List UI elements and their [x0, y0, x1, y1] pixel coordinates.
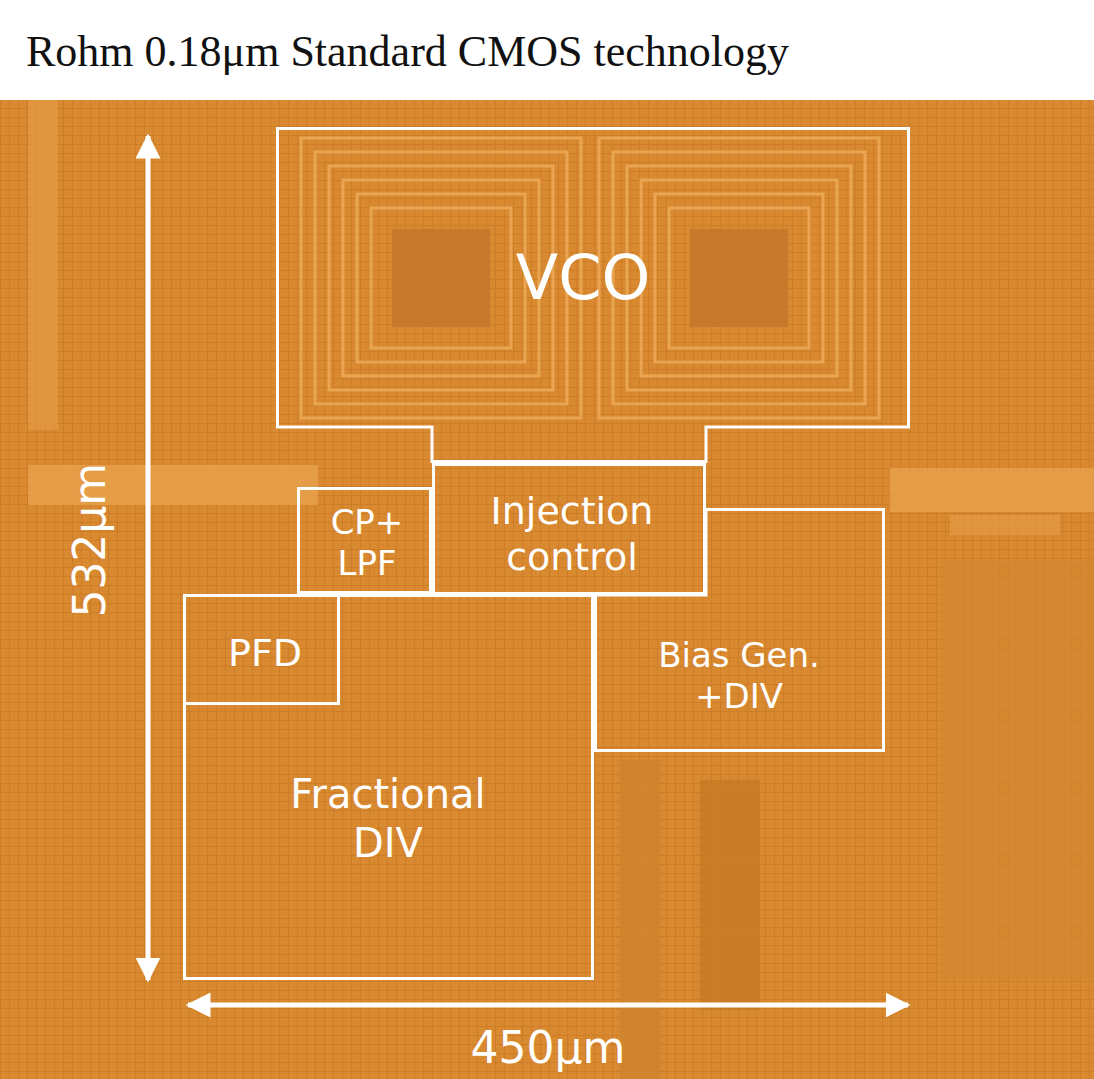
dimension-width: 450μm	[471, 1024, 626, 1072]
block-label: Bias Gen. +DIV	[644, 635, 834, 718]
pfd-block: PFD	[183, 594, 340, 705]
block-label: Fractional DIV	[263, 770, 513, 868]
dimension-height: 532μm	[66, 463, 114, 618]
block-label: PFD	[228, 630, 302, 676]
fractional-divider-block: Fractional DIV PFD	[183, 594, 594, 980]
block-label: CP+ LPF	[321, 502, 413, 585]
vco-block: VCO	[276, 127, 910, 463]
block-label: VCO	[516, 240, 651, 316]
figure-title: Rohm 0.18μm Standard CMOS technology	[26, 28, 789, 76]
injection-control-block: Injection control	[432, 463, 706, 595]
bias-generator-block: Bias Gen. +DIV	[594, 508, 885, 752]
block-label: Injection control	[460, 488, 685, 581]
block-outline-path	[596, 510, 884, 751]
charge-pump-block: CP+ LPF	[297, 487, 432, 594]
block-outline-path	[278, 129, 909, 462]
